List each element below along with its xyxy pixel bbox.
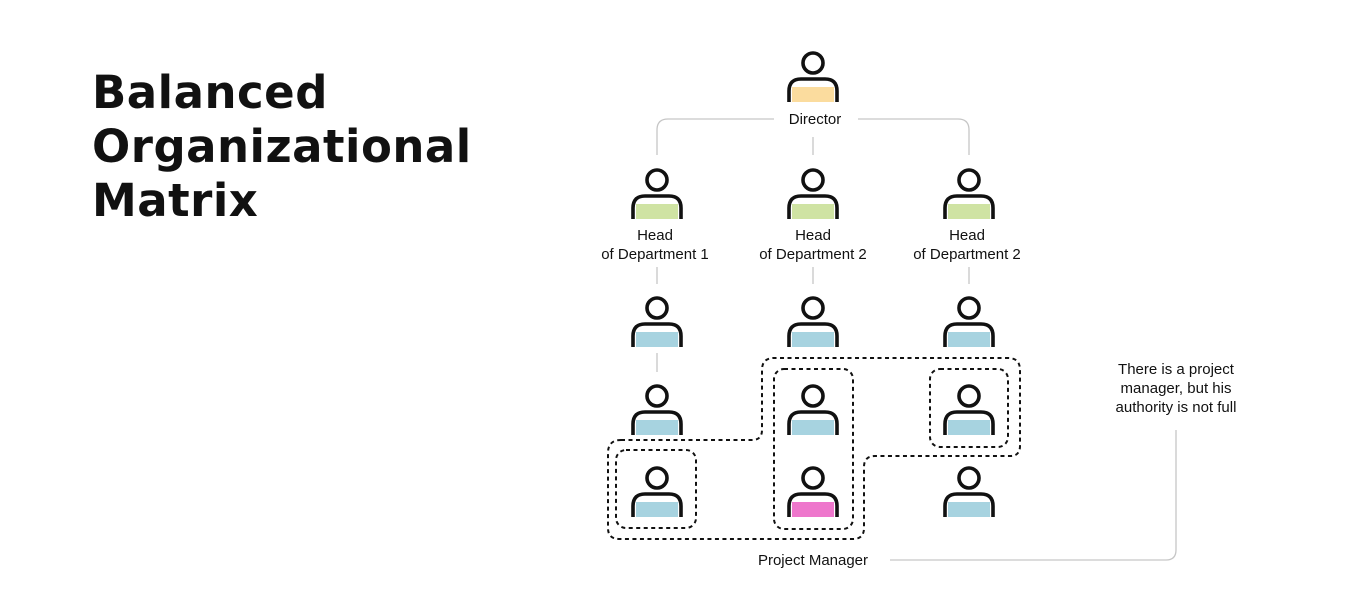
head-3-person-icon bbox=[943, 168, 995, 221]
note-line-1: There is a project bbox=[1118, 361, 1235, 378]
connector-lines bbox=[656, 118, 1177, 561]
staff-box-dept1 bbox=[615, 449, 697, 529]
staff-box-dept2 bbox=[773, 368, 854, 530]
head-3-label-line2: of Department 2 bbox=[913, 246, 1021, 263]
head-1-label-line1: Head bbox=[637, 227, 673, 244]
staff-dept2-row1-person-icon bbox=[787, 296, 839, 349]
title-line-1: Balanced bbox=[92, 66, 328, 119]
title-line-2: Organizational bbox=[92, 120, 472, 173]
staff-dept2-row2-person-icon bbox=[787, 384, 839, 437]
head-2-label-line2: of Department 2 bbox=[759, 246, 867, 263]
staff-dept1-row1-person-icon bbox=[631, 296, 683, 349]
staff-box-dept3 bbox=[929, 368, 1009, 448]
staff-dept1-row2-person-icon bbox=[631, 384, 683, 437]
project-manager-person-icon bbox=[787, 466, 839, 519]
head-3-label-line1: Head bbox=[949, 227, 985, 244]
director-label: Director bbox=[789, 111, 842, 128]
note-line-3: authority is not full bbox=[1116, 399, 1237, 416]
staff-dept1-row3-person-icon bbox=[631, 466, 683, 519]
page-title: Balanced Organizational Matrix bbox=[92, 66, 472, 228]
head-1-label-line2: of Department 1 bbox=[601, 246, 709, 263]
note-line-2: manager, but his bbox=[1121, 380, 1232, 397]
project-manager-label: Project Manager bbox=[758, 552, 868, 569]
head-1-person-icon bbox=[631, 168, 683, 221]
staff-dept3-row3-person-icon bbox=[943, 466, 995, 519]
head-2-person-icon bbox=[787, 168, 839, 221]
head-2-label-line1: Head bbox=[795, 227, 831, 244]
project-team-outline bbox=[607, 357, 1021, 540]
director-person-icon bbox=[787, 51, 839, 104]
staff-dept3-row1-person-icon bbox=[943, 296, 995, 349]
staff-dept3-row2-person-icon bbox=[943, 384, 995, 437]
title-line-3: Matrix bbox=[92, 174, 259, 227]
